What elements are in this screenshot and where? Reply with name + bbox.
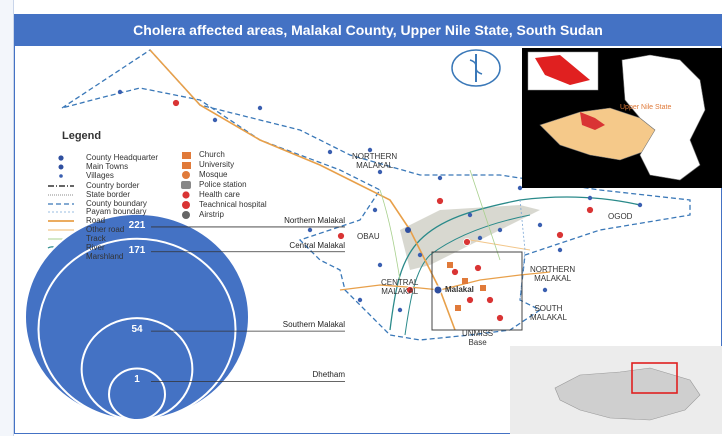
malakal-hq-icon: [433, 285, 443, 295]
legend-item-church-icon: Church: [199, 150, 225, 159]
legend-heading: Legend: [62, 130, 102, 142]
inset-state-label: Upper Nile State: [620, 104, 672, 111]
other-road: [469, 239, 531, 251]
bubble-chart: [24, 212, 345, 421]
bubble-value: 171: [128, 244, 146, 256]
bubble-value: 221: [128, 219, 146, 231]
legend-item-state-border-line: State border: [86, 190, 131, 199]
river-branch: [404, 214, 531, 336]
left-strip: [0, 0, 14, 436]
health-care-icons: [172, 99, 594, 322]
payam-boundary: [519, 199, 526, 301]
service-icons-cluster: [447, 262, 486, 311]
label-obau: OBAU: [357, 232, 380, 241]
label-northern-malakal-top: NORTHERN MALAKAL: [352, 152, 398, 170]
bubble-value: 1: [134, 374, 140, 386]
label-unmiss-base: UNMISS Base: [462, 329, 494, 347]
legend-item-mosque-icon: Mosque: [199, 170, 228, 179]
bubble-name-label: Southern Malakal: [282, 320, 345, 330]
track-2: [379, 189, 401, 281]
title-bar: Cholera affected areas, Malakal County, …: [14, 14, 722, 46]
legend-item-river-line: River: [86, 243, 105, 252]
road-west: [339, 284, 441, 291]
bubble-value: 54: [131, 324, 143, 336]
legend-item-county-hq-icon: County Headquarter: [86, 153, 159, 162]
main-town-icon: [405, 227, 411, 233]
malakal-town-box: [431, 251, 523, 331]
map-frame: [14, 44, 722, 434]
legend-item-road-line: Road: [86, 216, 106, 225]
bubble-name-label: Northern Malakal: [284, 215, 345, 225]
bubble-name-label: Central Malakal: [289, 240, 345, 250]
label-northern-malakal-right: NORTHERN MALAKAL: [530, 265, 576, 283]
legend-item-payam-boundary-line: Payam boundary: [86, 207, 147, 216]
legend-item-university-icon: University: [199, 160, 235, 169]
legend-item-police-station-icon: Police station: [199, 180, 247, 189]
legend-item-marshland-swatch: Marshland: [86, 252, 124, 261]
village-dots: [117, 89, 643, 313]
legend-item-village-icon: Villages: [86, 171, 114, 180]
bubble-name-label: Dhetham: [312, 370, 345, 380]
track-1: [469, 169, 501, 261]
river-main: [389, 196, 641, 331]
label-malakal: Malakal: [445, 285, 474, 294]
legend-item-other-road-line: Other road: [86, 225, 125, 234]
label-central-malakal: CENTRAL MALAKAL: [381, 278, 419, 296]
legend-item-country-border-line: Country border: [86, 181, 140, 190]
legend-item-track-line: Track: [86, 234, 106, 243]
label-ogod: OGOD: [608, 212, 633, 221]
county-boundary: [61, 49, 691, 341]
label-south-malakal: SOUTH MALAKAL: [530, 304, 567, 322]
legend-item-airstrip-icon: Airstrip: [199, 210, 224, 219]
road-north: [149, 49, 411, 231]
legend-item-county-boundary-line: County boundary: [86, 199, 147, 208]
legend-item-technical-hospital-icon: Teachnical hospital: [199, 200, 267, 209]
who-emblem-icon: [451, 49, 501, 87]
legend-item-main-town-icon: Main Towns: [86, 162, 129, 171]
legend-item-health-care-icon: Health care: [199, 190, 240, 199]
page-title: Cholera affected areas, Malakal County, …: [133, 22, 603, 38]
road-east: [439, 271, 551, 291]
